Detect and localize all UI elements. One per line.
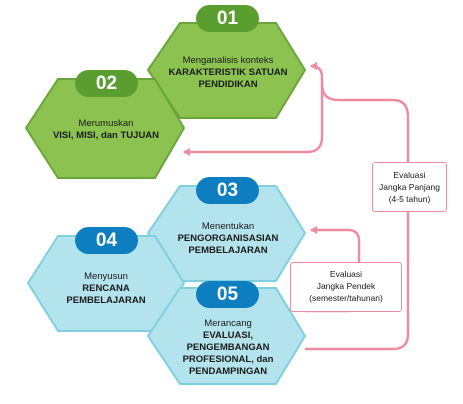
step-04-verb: Menyusun <box>84 271 128 282</box>
step-01-subject: KARAKTERISTIK SATUAN PENDIDIKAN <box>168 67 288 90</box>
step-02-badge: 02 <box>75 70 138 97</box>
long-term-loop-line <box>305 62 410 351</box>
step-01-verb: Menganalisis konteks <box>182 55 274 66</box>
hexagon-step-01 <box>146 22 307 119</box>
short-term-evaluation-title: Evaluasi <box>329 269 363 279</box>
short-term-evaluation-label: Jangka Pendek <box>316 281 376 291</box>
long-term-evaluation-box: Evaluasi Jangka Panjang (4-5 tahun) <box>372 162 447 212</box>
short-term-evaluation-period: (semester/tahunan) <box>309 293 383 303</box>
long-term-evaluation-title: Evaluasi <box>393 170 426 180</box>
long-term-evaluation-label: Jangka Panjang <box>379 182 440 192</box>
step-02-text: Merumuskan VISI, MISI, dan TUJUAN <box>50 118 162 142</box>
step-02-verb: Merumuskan <box>78 118 134 129</box>
step-03-subject: PENGORGANISASIAN PEMBELAJARAN <box>177 233 279 256</box>
step-05-verb: Merancang <box>204 318 252 329</box>
hexagon-step-02 <box>24 78 186 179</box>
short-term-evaluation-box: Evaluasi Jangka Pendek (semester/tahunan… <box>290 262 402 312</box>
step-01-text: Menganalisis konteks KARAKTERISTIK SATUA… <box>163 55 293 91</box>
step-05-badge: 05 <box>196 281 259 308</box>
step-05-text: Merancang EVALUASI, PENGEMBANGAN PROFESI… <box>168 318 288 378</box>
step-02-subject: VISI, MISI, dan TUJUAN <box>52 130 160 141</box>
hexagon-step-04 <box>26 235 186 332</box>
step-05-subject: EVALUASI, PENGEMBANGAN PROFESIONAL, dan … <box>182 330 274 377</box>
hexagon-step-05 <box>146 287 307 385</box>
step-04-subject: RENCANA PEMBELAJARAN <box>66 283 146 306</box>
step-04-badge: 04 <box>75 227 138 254</box>
step-03-badge: 03 <box>196 177 259 204</box>
step-03-verb: Menentukan <box>201 221 255 232</box>
long-term-evaluation-period: (4-5 tahun) <box>388 194 431 204</box>
step-01-badge: 01 <box>196 5 259 32</box>
step-04-text: Menyusun RENCANA PEMBELAJARAN <box>50 271 162 307</box>
long-term-branch-line <box>183 84 324 156</box>
step-03-text: Menentukan PENGORGANISASIAN PEMBELAJARAN <box>163 221 293 257</box>
